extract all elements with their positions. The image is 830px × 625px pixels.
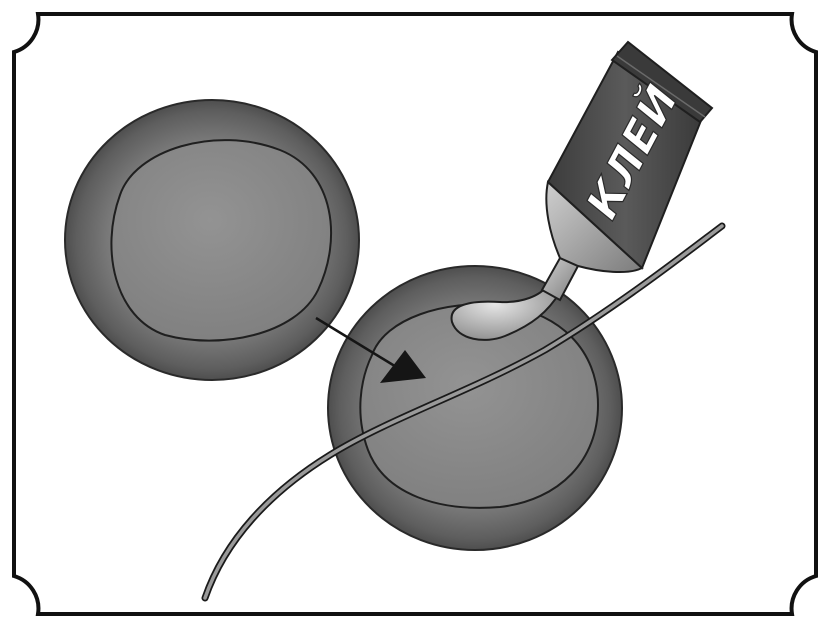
left-disc [65, 100, 359, 380]
